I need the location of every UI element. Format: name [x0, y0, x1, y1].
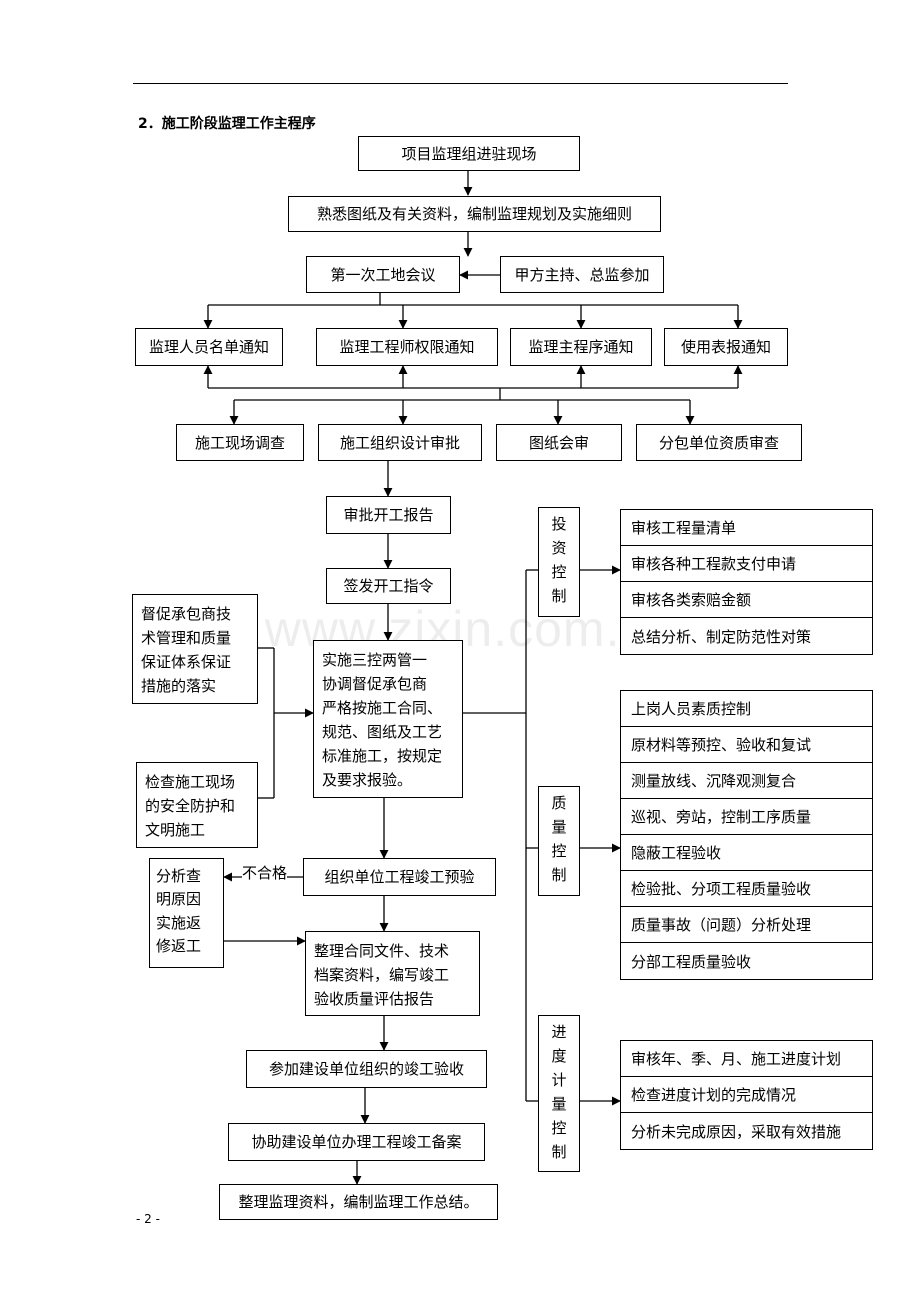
label-char: 计: [551, 1071, 567, 1089]
list-item: 测量放线、沉降观测复合: [621, 763, 872, 799]
step-subcontractor-review: 分包单位资质审查: [636, 424, 802, 461]
step-assist-filing: 协助建设单位办理工程竣工备案: [228, 1123, 485, 1161]
main-control-line: 规范、图纸及工艺: [322, 723, 443, 741]
step-notice-staff: 监理人员名单通知: [135, 328, 283, 366]
urge-line: 措施的落实: [141, 677, 217, 695]
list-item: 质量事故（问题）分析处理: [621, 907, 872, 943]
main-control-line: 严格按施工合同、: [322, 699, 443, 717]
rework-line: 明原因: [156, 890, 202, 909]
step-issue-start-order: 签发开工指令: [326, 568, 451, 604]
label-char: 控: [551, 1119, 567, 1137]
label-char: 资: [551, 539, 567, 557]
list-item: 分部工程质量验收: [631, 952, 752, 971]
step-urge-contractor: 督促承包商技 术管理和质量 保证体系保证 措施的落实: [132, 594, 258, 704]
header-rule: [133, 83, 788, 84]
step-organize-docs: 整理合同文件、技术 档案资料，编写竣工 验收质量评估报告: [305, 931, 480, 1016]
step-pre-acceptance: 组织单位工程竣工预验: [303, 858, 496, 896]
label-char: 量: [551, 1095, 567, 1113]
step-notice-forms: 使用表报通知: [664, 328, 788, 366]
docs-line: 整理合同文件、技术: [314, 942, 450, 960]
list-item: 审核年、季、月、施工进度计划: [621, 1041, 872, 1077]
step-notice-authority: 监理工程师权限通知: [316, 328, 498, 366]
main-control-line: 标准施工，按规定: [322, 747, 443, 765]
label-char: 制: [551, 1143, 567, 1161]
safety-line: 的安全防护和: [145, 797, 236, 815]
main-control-line: 协调督促承包商: [322, 675, 428, 693]
step-familiarize: 熟悉图纸及有关资料，编制监理规划及实施细则: [288, 196, 661, 232]
label-char: 质: [551, 794, 567, 812]
step-summary: 整理监理资料，编制监理工作总结。: [219, 1184, 498, 1220]
quality-items: 上岗人员素质控制 原材料等预控、验收和复试 测量放线、沉降观测复合 巡视、旁站，…: [620, 690, 873, 980]
unqualified-label: 不合格: [242, 862, 288, 883]
step-analyze-rework: 分析查 明原因 实施返 修返工: [149, 858, 224, 968]
step-approve-start-report: 审批开工报告: [326, 496, 451, 534]
step-check-safety: 检查施工现场 的安全防护和 文明施工: [136, 762, 258, 848]
list-item: 检验批、分项工程质量验收: [621, 871, 872, 907]
label-char: 制: [551, 587, 567, 605]
step-main-control: 实施三控两管一 协调督促承包商 严格按施工合同、 规范、图纸及工艺 标准施工，按…: [313, 640, 463, 798]
investment-control-label: 投 资 控 制: [538, 507, 580, 617]
urge-line: 督促承包商技: [141, 605, 232, 623]
step-drawing-review: 图纸会审: [496, 424, 622, 461]
list-item: 审核各种工程款支付申请: [621, 546, 872, 582]
list-item: 审核工程量清单: [621, 510, 872, 546]
main-control-line: 实施三控两管一: [322, 651, 428, 669]
list-item: 总结分析、制定防范性对策: [631, 627, 812, 646]
docs-line: 档案资料，编写竣工: [314, 966, 450, 984]
list-item: 上岗人员素质控制: [621, 691, 872, 727]
label-char: 进: [551, 1023, 567, 1041]
label-char: 量: [551, 818, 567, 836]
page-heading: 2．施工阶段监理工作主程序: [138, 116, 316, 132]
safety-line: 文明施工: [145, 821, 206, 839]
step-site-survey: 施工现场调查: [176, 424, 304, 461]
rework-line: 修返工: [156, 936, 202, 955]
list-item: 审核各类索赔金额: [621, 582, 872, 618]
step-notice-procedure: 监理主程序通知: [510, 328, 652, 366]
list-item: 检查进度计划的完成情况: [621, 1077, 872, 1113]
investment-items: 审核工程量清单 审核各种工程款支付申请 审核各类索赔金额 总结分析、制定防范性对…: [620, 509, 873, 655]
list-item: 隐蔽工程验收: [621, 835, 872, 871]
main-control-line: 及要求报验。: [322, 771, 413, 789]
page-number: - 2 -: [136, 1212, 160, 1226]
label-char: 控: [551, 842, 567, 860]
label-char: 投: [551, 515, 567, 533]
progress-control-label: 进 度 计 量 控 制: [538, 1015, 580, 1172]
step-first-meeting: 第一次工地会议: [306, 256, 460, 293]
label-char: 度: [551, 1047, 567, 1065]
safety-line: 检查施工现场: [145, 773, 236, 791]
urge-line: 保证体系保证: [141, 653, 232, 671]
step-design-approval: 施工组织设计审批: [318, 424, 482, 461]
docs-line: 验收质量评估报告: [314, 990, 435, 1008]
step-participate-acceptance: 参加建设单位组织的竣工验收: [246, 1050, 487, 1088]
urge-line: 术管理和质量: [141, 629, 232, 647]
list-item: 原材料等预控、验收和复试: [621, 727, 872, 763]
list-item: 分析未完成原因，采取有效措施: [631, 1122, 842, 1141]
label-char: 控: [551, 563, 567, 581]
step-enter-site: 项目监理组进驻现场: [358, 136, 580, 171]
rework-line: 实施返: [156, 913, 202, 932]
rework-line: 分析查: [156, 867, 202, 885]
label-char: 制: [551, 866, 567, 884]
quality-control-label: 质 量 控 制: [538, 786, 580, 896]
step-host: 甲方主持、总监参加: [500, 256, 664, 293]
progress-items: 审核年、季、月、施工进度计划 检查进度计划的完成情况 分析未完成原因，采取有效措…: [620, 1040, 873, 1150]
list-item: 巡视、旁站，控制工序质量: [621, 799, 872, 835]
